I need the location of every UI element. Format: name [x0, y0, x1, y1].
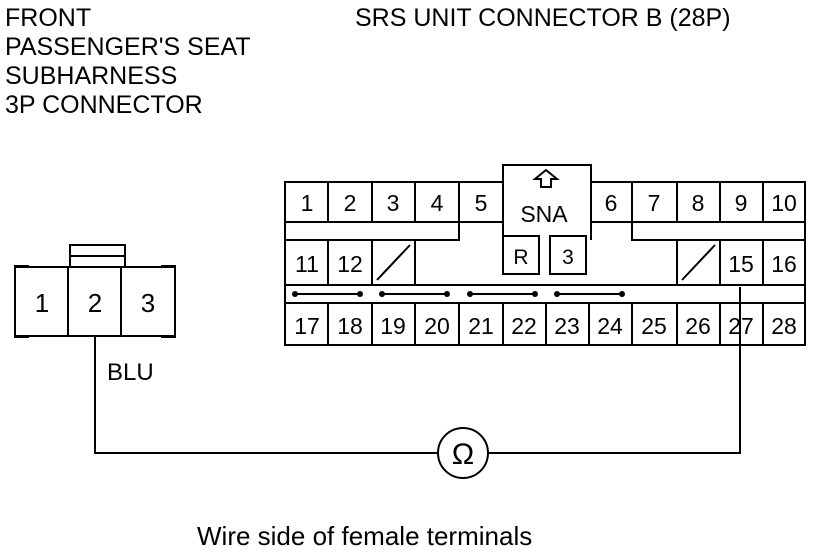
srs-terminal-9: 9 — [735, 190, 748, 216]
ohm-symbol: Ω — [452, 438, 474, 471]
srs-terminal-8: 8 — [692, 190, 705, 216]
srs-terminal-26: 26 — [685, 313, 711, 339]
srs-terminal-17: 17 — [294, 313, 320, 339]
srs-terminal-23: 23 — [554, 313, 580, 339]
srs-terminal-2: 2 — [344, 190, 357, 216]
left-connector-title-line-1: FRONT — [5, 4, 92, 32]
center-box-3 — [549, 235, 587, 275]
latch-arrow-icon — [532, 168, 560, 188]
left-terminal-2: 2 — [88, 288, 102, 318]
srs-terminal-7: 7 — [648, 190, 661, 216]
left-connector-title-line-4: 3P CONNECTOR — [5, 91, 203, 119]
srs-terminal-4: 4 — [431, 190, 444, 216]
left-terminal-1: 1 — [35, 288, 49, 318]
srs-terminal-11: 11 — [295, 251, 319, 277]
srs-terminal-19: 19 — [380, 313, 406, 339]
wire-right — [488, 287, 741, 454]
srs-terminal-22: 22 — [511, 313, 537, 339]
wire-color-label: BLU — [107, 359, 154, 386]
left-terminal-3: 3 — [141, 288, 155, 318]
left-connector-title-line-2: PASSENGER'S SEAT — [5, 33, 251, 61]
ohmmeter-icon — [437, 427, 489, 479]
srs-terminal-27: 27 — [728, 313, 754, 339]
srs-terminal-18: 18 — [337, 313, 363, 339]
srs-terminal-28: 28 — [771, 313, 797, 339]
srs-terminal-24: 24 — [597, 313, 623, 339]
center-box-r — [502, 235, 540, 275]
wire-left — [94, 336, 438, 454]
left-connector-title-line-3: SUBHARNESS — [5, 62, 178, 90]
srs-terminal-25: 25 — [641, 313, 667, 339]
srs-terminal-16: 16 — [771, 251, 797, 277]
srs-terminal-21: 21 — [468, 313, 494, 339]
srs-terminal-6: 6 — [605, 190, 618, 216]
srs-terminal-5: 5 — [475, 190, 488, 216]
center-box-3-label: 3 — [562, 246, 574, 269]
srs-terminal-10: 10 — [771, 190, 797, 216]
srs-connector-title: SRS UNIT CONNECTOR B (28P) — [355, 4, 731, 32]
srs-terminal-20: 20 — [424, 313, 450, 339]
srs-terminal-1: 1 — [301, 190, 314, 216]
latch-label: SNA — [520, 201, 568, 227]
srs-terminal-12: 12 — [337, 251, 363, 277]
center-box-r-label: R — [513, 246, 528, 269]
srs-terminal-3: 3 — [387, 190, 400, 216]
caption: Wire side of female terminals — [197, 521, 533, 551]
srs-terminal-15: 15 — [728, 251, 754, 277]
